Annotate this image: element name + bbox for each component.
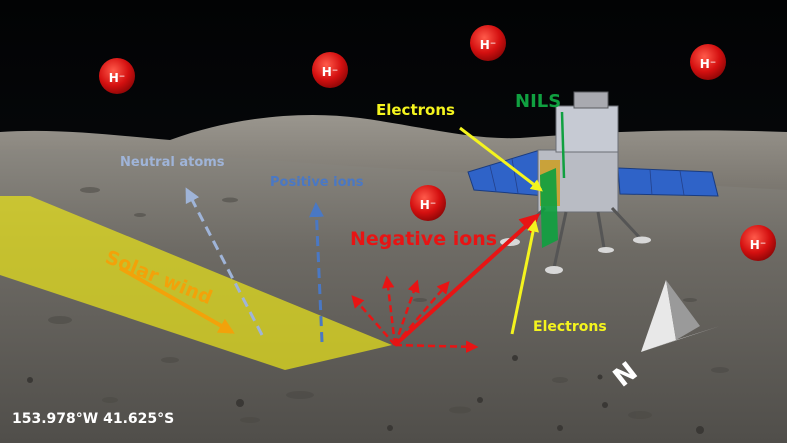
h-minus-ion: H⁻ [690,44,726,80]
h-minus-ion: H⁻ [99,58,135,94]
h-minus-ion: H⁻ [312,52,348,88]
svg-text:H⁻: H⁻ [750,238,766,252]
location-coordinates: 153.978°W 41.625°S [12,411,174,427]
electrons-bottom-label: Electrons [533,319,607,335]
lander-upper-module [555,105,619,153]
nils-label: NILS [515,91,561,112]
negative-ions-label: Negative ions [350,228,497,250]
h-minus-ion: H⁻ [470,25,506,61]
electrons-top-arrow [459,126,543,192]
svg-text:H⁻: H⁻ [480,38,496,52]
electrons-top-label: Electrons [376,101,455,119]
solar-wind-band [0,196,392,370]
h-minus-ion: H⁻ [740,225,776,261]
h-minus-ion: H⁻ [410,185,446,221]
neutral-atoms-arrow [185,187,264,336]
svg-text:H⁻: H⁻ [109,71,125,85]
electrons-bottom-arrow [510,219,539,335]
svg-text:H⁻: H⁻ [322,65,338,79]
ion-markers: H⁻ H⁻ H⁻ H⁻ H⁻ H⁻ [99,25,776,261]
lunar-surface [0,149,787,443]
positive-ions-arrow [309,202,325,343]
positive-ions-label: Positive ions [270,175,364,190]
rocks [27,355,704,434]
solar-wind-arrow [119,266,235,334]
neutral-atoms-label: Neutral atoms [120,155,225,170]
compass-arrow [641,280,676,352]
svg-text:H⁻: H⁻ [700,57,716,71]
right-solar-panel [617,167,719,197]
svg-text:H⁻: H⁻ [420,198,436,212]
nils-pointer-arrow [560,111,566,179]
negative-ions-arrow [393,213,540,347]
craters [48,187,729,423]
nils-sensor [540,168,558,248]
lander [467,91,719,274]
